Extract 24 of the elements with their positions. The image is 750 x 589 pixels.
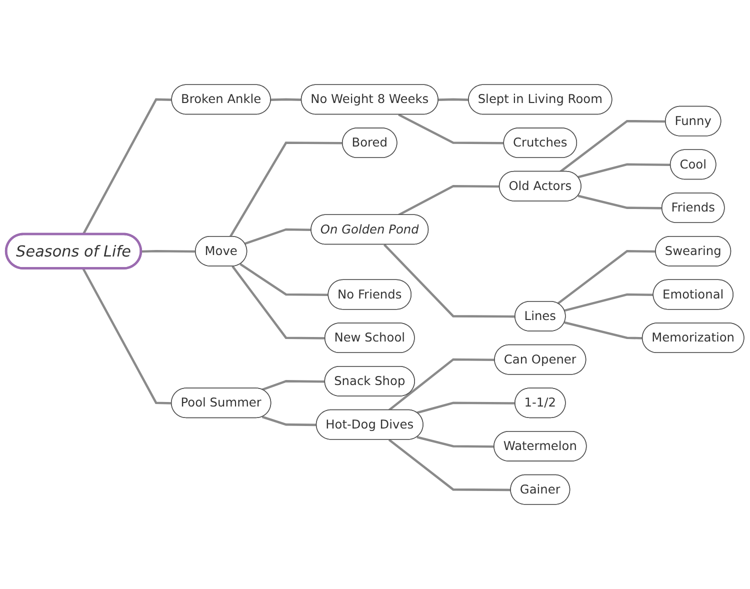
connector (383, 244, 516, 318)
connector (270, 98, 302, 101)
connector (398, 114, 504, 144)
connector (560, 120, 666, 173)
connector (388, 438, 511, 492)
connector (262, 380, 326, 391)
connector (141, 250, 196, 253)
connector (416, 402, 516, 414)
connector (244, 228, 312, 245)
connector (564, 321, 643, 340)
connector (262, 416, 317, 426)
connector (398, 184, 500, 216)
connector (232, 266, 326, 340)
connector (438, 98, 469, 101)
connector (229, 142, 343, 238)
connector (578, 163, 671, 178)
connector (557, 250, 656, 304)
connector (388, 358, 495, 411)
connector (578, 194, 662, 210)
connector (564, 293, 654, 312)
connector (82, 268, 172, 404)
connector (416, 436, 494, 448)
connector (240, 263, 329, 296)
connector (82, 98, 172, 235)
